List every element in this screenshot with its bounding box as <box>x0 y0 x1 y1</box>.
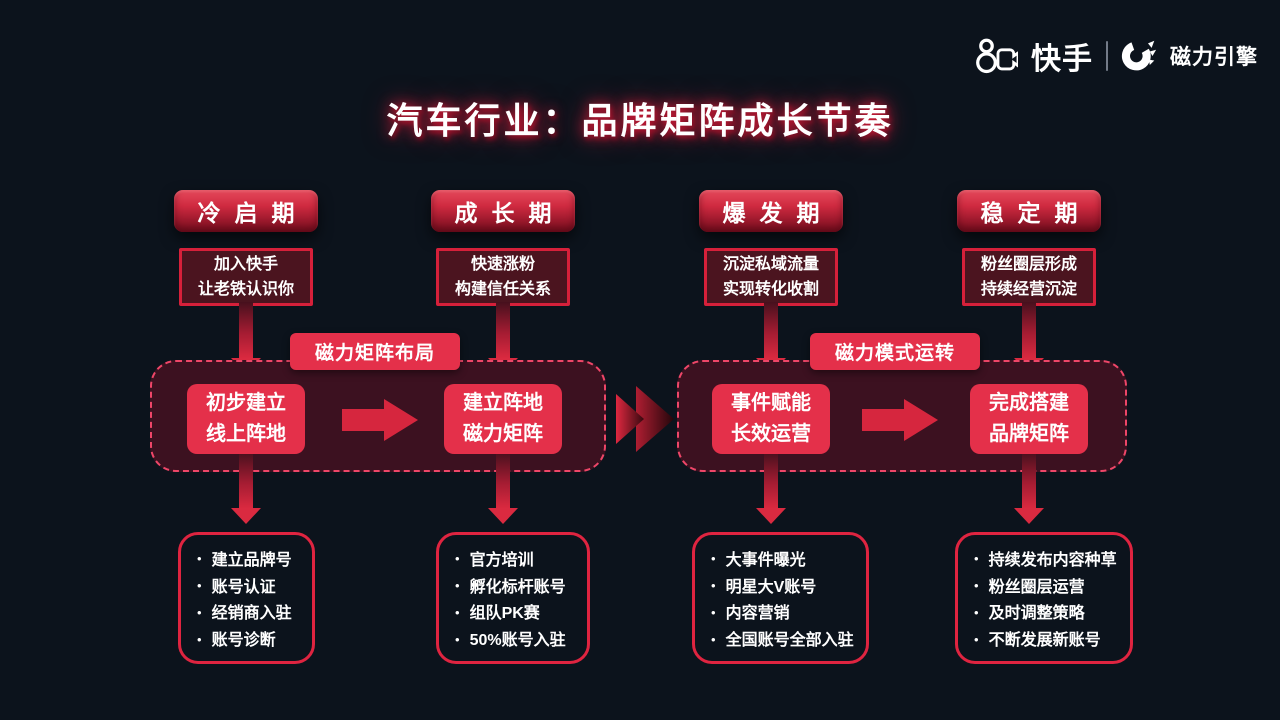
kuaishou-wordmark: 快手 <box>1031 43 1093 76</box>
phase-desc-box: 快速涨粉构建信任关系 <box>436 248 570 306</box>
bullet-icon: • <box>711 578 716 594</box>
phase-header-stable: 稳定期 <box>957 190 1101 232</box>
bullet-icon: • <box>974 551 979 567</box>
down-arrow-icon <box>1014 452 1044 524</box>
right-arrow-icon <box>342 399 418 441</box>
stage-node: 建立阵地磁力矩阵 <box>444 384 562 454</box>
bullet-icon: • <box>197 551 202 567</box>
bullet-icon: • <box>455 631 460 647</box>
magnetic-engine-wordmark: 磁力引擎 <box>1170 46 1258 69</box>
bullet-icon: • <box>455 604 460 620</box>
phase-desc-box: 加入快手让老铁认识你 <box>179 248 313 306</box>
list-item: •组队PK赛 <box>455 604 540 623</box>
action-list-stable: •持续发布内容种草 •粉丝圈层运营 •及时调整策略 •不断发展新账号 <box>955 532 1133 664</box>
list-item: •全国账号全部入驻 <box>711 631 854 650</box>
list-item: •大事件曝光 <box>711 551 806 569</box>
bullet-icon: • <box>974 604 979 620</box>
down-arrow-icon <box>756 452 786 524</box>
phase-header-cold-start: 冷启期 <box>174 190 318 232</box>
list-item: •官方培训 <box>455 551 534 569</box>
down-arrow-icon <box>231 452 261 524</box>
stage-node: 完成搭建品牌矩阵 <box>970 384 1088 454</box>
list-item: •粉丝圈层运营 <box>974 578 1085 596</box>
bullet-icon: • <box>711 604 716 620</box>
double-chevron-icon <box>616 386 674 452</box>
kuaishou-camera-icon <box>976 38 1018 74</box>
list-item: •账号认证 <box>197 578 276 596</box>
list-item: •建立品牌号 <box>197 551 292 569</box>
brand-divider <box>1106 41 1108 71</box>
list-item: •明星大V账号 <box>711 578 817 596</box>
stage-node: 事件赋能长效运营 <box>712 384 830 454</box>
list-item: •50%账号入驻 <box>455 631 566 650</box>
bullet-icon: • <box>711 631 716 647</box>
page-title: 汽车行业：品牌矩阵成长节奏 <box>386 100 894 141</box>
action-list-growth: •官方培训 •孵化标杆账号 •组队PK赛 •50%账号入驻 <box>436 532 590 664</box>
list-item: •不断发展新账号 <box>974 631 1101 650</box>
list-item: •孵化标杆账号 <box>455 578 566 596</box>
list-item: •内容营销 <box>711 604 790 623</box>
phase-desc-box: 粉丝圈层形成持续经营沉淀 <box>962 248 1096 306</box>
list-item: •账号诊断 <box>197 631 276 650</box>
list-item: •持续发布内容种草 <box>974 551 1117 569</box>
phase-header-explosion: 爆发期 <box>699 190 843 232</box>
bullet-icon: • <box>974 578 979 594</box>
action-list-cold-start: •建立品牌号 •账号认证 •经销商入驻 •账号诊断 <box>178 532 315 664</box>
bullet-icon: • <box>197 578 202 594</box>
down-arrow-icon <box>488 452 518 524</box>
phase-desc-box: 沉淀私域流量实现转化收割 <box>704 248 838 306</box>
action-list-explosion: •大事件曝光 •明星大V账号 •内容营销 •全国账号全部入驻 <box>692 532 869 664</box>
bullet-icon: • <box>974 631 979 647</box>
phase-header-growth: 成长期 <box>431 190 575 232</box>
right-arrow-icon <box>862 399 938 441</box>
list-item: •及时调整策略 <box>974 604 1085 623</box>
bullet-icon: • <box>455 578 460 594</box>
bullet-icon: • <box>455 551 460 567</box>
bullet-icon: • <box>197 631 202 647</box>
stage-label-mode-operation: 磁力模式运转 <box>810 333 980 370</box>
magnetic-engine-swirl-icon <box>1121 40 1157 71</box>
stage-node: 初步建立线上阵地 <box>187 384 305 454</box>
bullet-icon: • <box>197 604 202 620</box>
bullet-icon: • <box>711 551 716 567</box>
brand-bar: 快手 磁力引擎 <box>976 34 1258 78</box>
list-item: •经销商入驻 <box>197 604 292 623</box>
stage-label-matrix-layout: 磁力矩阵布局 <box>290 333 460 370</box>
